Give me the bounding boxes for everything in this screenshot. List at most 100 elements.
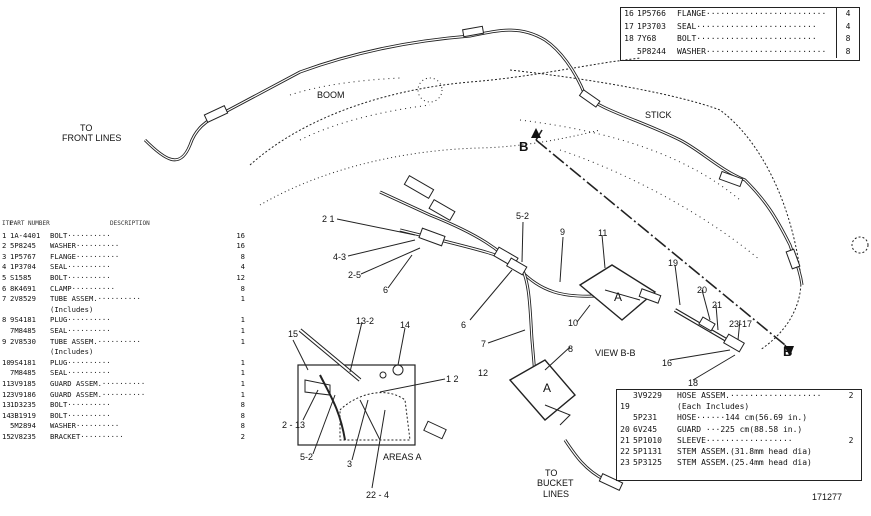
part-number: 3B1919	[10, 410, 36, 420]
description: TUBE ASSEM.··········	[50, 294, 141, 304]
section-b-bottom-label: B	[783, 344, 793, 359]
item-number: 12	[2, 389, 11, 399]
part-number: 2V8235	[10, 431, 36, 441]
quantity: 1	[240, 294, 245, 304]
quantity: 2	[848, 391, 854, 400]
item-number: 6	[2, 283, 7, 293]
item-number: 22	[620, 446, 630, 456]
quantity: 8	[240, 400, 245, 410]
parts-row: 19(Each Includes)	[617, 401, 861, 412]
boom-label: BOOM	[317, 90, 345, 100]
part-number: 5P231	[633, 413, 658, 423]
item-number	[2, 421, 10, 432]
part-number: 3V9186	[10, 389, 36, 399]
to-bucket-lines-label-2: BUCKET	[537, 478, 574, 488]
description: FLANGE·························	[677, 9, 827, 18]
callout: 2 1	[322, 214, 335, 224]
stick-outline	[509, 69, 802, 351]
description: GUARD ASSEM.··········	[50, 378, 146, 388]
description: FLANGE··········	[50, 251, 120, 261]
quantity: 2	[848, 435, 854, 445]
item-number	[2, 347, 10, 358]
item-number: 9	[2, 336, 7, 346]
part-number: 5P3125	[633, 458, 662, 468]
item-number: 19	[620, 402, 630, 412]
item-number: 18	[624, 34, 634, 43]
item-number	[617, 390, 633, 401]
quantity	[233, 347, 245, 358]
item-number: 10	[2, 357, 11, 367]
description: GUARD ASSEM.··········	[50, 389, 146, 399]
parts-row: 3V9229 HOSE ASSEM.··················· 2	[617, 390, 861, 401]
description: HOSE ASSEM.···················	[677, 391, 822, 400]
parts-row: (Includes)	[2, 347, 245, 358]
drawing-number: 171277	[812, 492, 843, 502]
item-number: 23	[620, 458, 630, 468]
item-number: 2	[2, 241, 7, 251]
boom-outline	[249, 57, 641, 166]
part-number: 7M8485	[10, 368, 36, 378]
callout: 1 2	[446, 374, 459, 384]
part-number	[633, 401, 677, 412]
parts-list-header: ITE PART NUMBER DESCRIPTION	[2, 220, 245, 231]
guard-assembly-11	[578, 264, 657, 321]
description: (Includes)	[50, 304, 94, 314]
description: SEAL··········	[50, 368, 111, 378]
quantity: 1	[240, 357, 245, 367]
view-bb-label: VIEW B-B	[595, 348, 636, 358]
description: SLEEVE··················	[677, 435, 793, 445]
callout: 21	[712, 300, 723, 310]
callout: 16	[662, 358, 673, 368]
part-number: 1P5766	[637, 9, 666, 18]
part-number: 9S4181	[10, 357, 36, 367]
item-number	[2, 368, 10, 379]
callout: 12	[478, 368, 489, 378]
description: BOLT··········	[50, 230, 111, 240]
item-number: 11	[2, 378, 11, 388]
quantity: 1	[240, 378, 245, 388]
callout: 2 - 13	[282, 420, 306, 430]
item-number: 1	[2, 230, 7, 240]
callout: 13-2	[356, 316, 375, 326]
areas-a-label: AREAS A	[383, 452, 422, 462]
description: STEM ASSEM.(25.4mm head dia)	[677, 458, 812, 468]
item-number	[617, 412, 633, 423]
callout: 7	[481, 339, 487, 349]
quantity: 1	[240, 389, 245, 399]
quantity: 2	[240, 431, 245, 441]
description: BOLT··········	[50, 272, 111, 282]
callout: 9	[560, 227, 566, 237]
section-arrow-bottom	[784, 346, 794, 356]
callout: 5-2	[300, 452, 314, 462]
description: BOLT·························	[677, 34, 817, 43]
section-line-bb	[535, 139, 786, 346]
part-number: 5M2894	[10, 421, 36, 431]
quantity: 12	[236, 272, 245, 282]
callout: 2-5	[348, 270, 362, 280]
stick-label: STICK	[645, 110, 672, 120]
item-number: 21	[620, 435, 630, 445]
quantity: 16	[236, 230, 245, 240]
callout: 18	[688, 378, 699, 388]
description: (Includes)	[50, 347, 94, 357]
description: WASHER·························	[677, 46, 827, 56]
callout: 10	[568, 318, 579, 328]
quantity: 4	[836, 20, 859, 33]
quantity: 1	[240, 336, 245, 346]
description: BOLT··········	[50, 400, 111, 410]
part-number: 3V9229	[633, 391, 662, 400]
header-part-number: PART NUMBER	[10, 220, 50, 227]
callout: 15	[288, 329, 299, 339]
description: PLUG··········	[50, 315, 111, 325]
